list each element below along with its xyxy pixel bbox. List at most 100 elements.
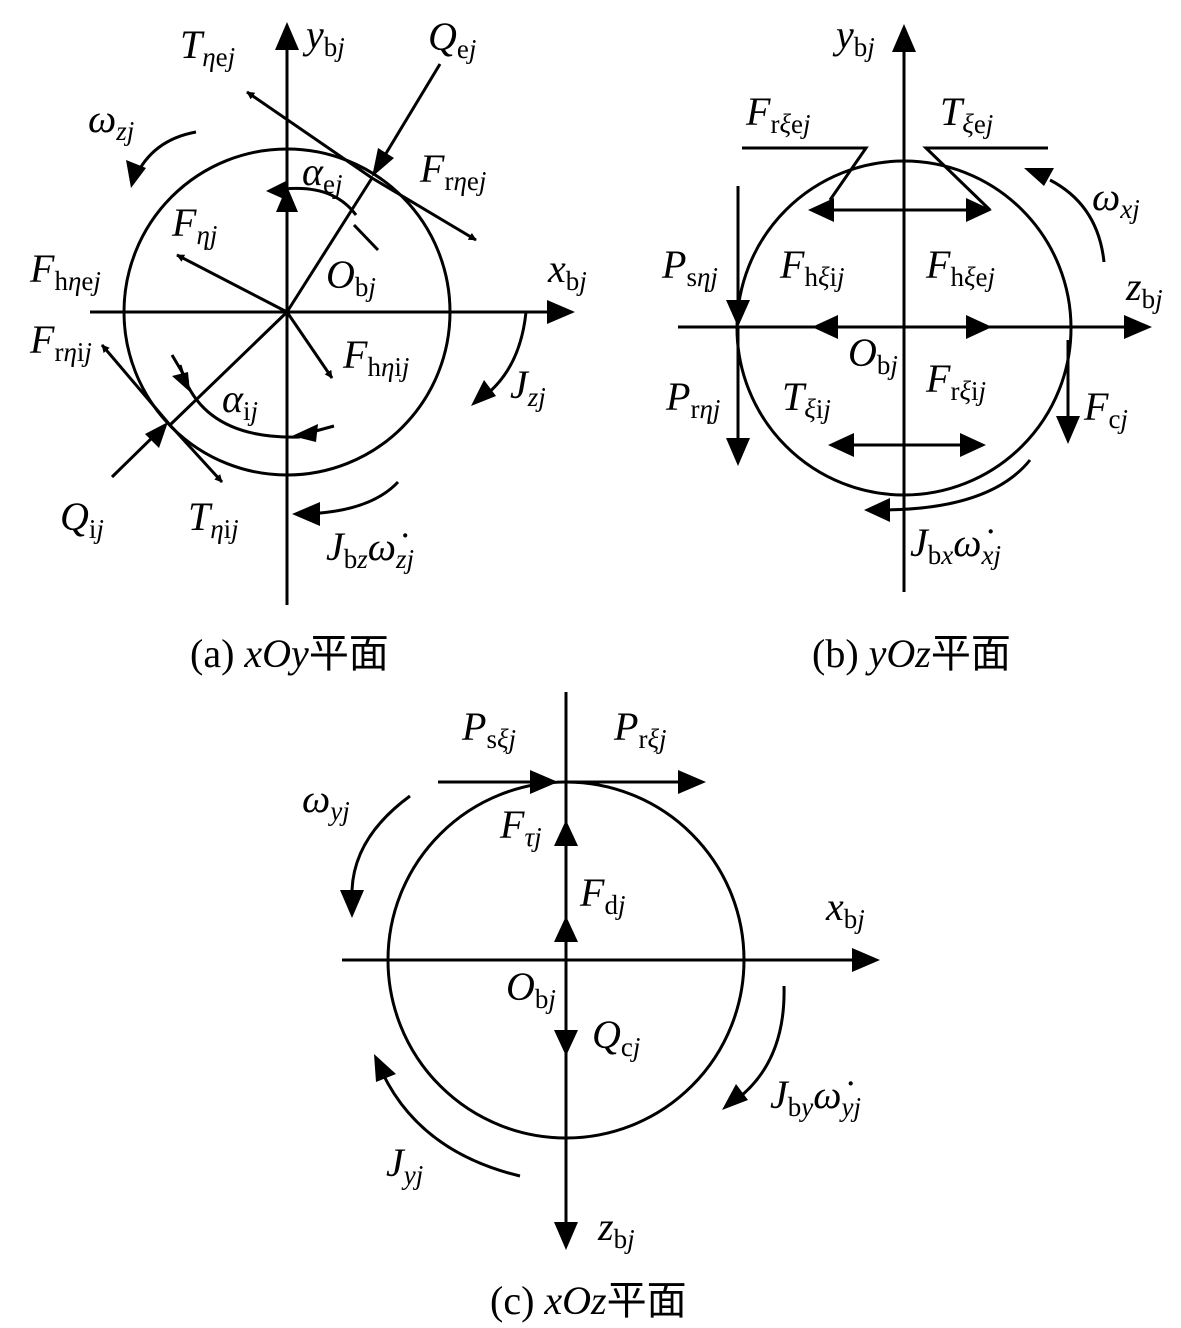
- omega-x-arc: [1049, 178, 1106, 263]
- panel-b: ybj Frξej Tξej ωxj Psηj Fhξij Fhξej zbj …: [661, 12, 1163, 676]
- label-origin-c: Obj: [506, 964, 556, 1014]
- top-arrowhead-left: [808, 198, 834, 222]
- label-t-xi-e: Tξej: [940, 89, 993, 139]
- label-f-d: Fdj: [579, 870, 625, 920]
- label-p-r-eta: Prηj: [665, 374, 720, 424]
- label-j-y: Jyj: [386, 1140, 423, 1190]
- z-axis-arrowhead: [1124, 315, 1152, 339]
- label-t-eta-e: Tηej: [180, 22, 235, 72]
- p-s-eta-arrowhead: [726, 300, 750, 327]
- label-alpha-e: αej: [302, 149, 343, 199]
- x-axis-arrowhead: [547, 300, 575, 324]
- contact-line-inner: [168, 310, 289, 427]
- omega-x-arrowhead: [1024, 168, 1054, 186]
- p-s-xi-arrowhead: [530, 770, 558, 794]
- caption-c: (c) xOz平面: [490, 1278, 687, 1323]
- label-z-axis-c: zbj: [597, 1204, 635, 1254]
- q-e-arrowhead: [372, 148, 394, 177]
- label-z-axis-b: zbj: [1125, 264, 1163, 314]
- label-f-r-xi-i: Frξij: [925, 356, 986, 406]
- alpha-e-arrowhead: [266, 180, 288, 200]
- label-f-h-eta-e: Fhηej: [29, 246, 101, 296]
- label-t-xi-i: Tξij: [782, 374, 831, 424]
- bottom-arrowhead-left: [828, 433, 854, 457]
- y-inner-arrowhead: [276, 186, 298, 212]
- j-bz-arrowhead: [292, 502, 320, 526]
- j-y-arrowhead: [374, 1054, 396, 1082]
- label-omega-x: ωxj: [1092, 174, 1140, 224]
- label-f-h-xi-e: Fhξej: [925, 242, 995, 292]
- omega-y-arc: [350, 794, 411, 899]
- contact-line: [285, 177, 374, 313]
- caption-b: (b) yOz平面: [812, 631, 1011, 676]
- j-bx-arc: [879, 459, 1032, 512]
- q-i-arrowhead: [145, 422, 168, 448]
- label-j-bz: Jbzω̇zj: [326, 524, 414, 574]
- label-j-bx: Jbxω̇xj: [910, 520, 1001, 570]
- j-by-arc: [735, 985, 786, 1102]
- alpha-i-tick-right: [311, 424, 335, 434]
- label-origin-a: Obj: [326, 252, 376, 302]
- f-tau-arrowhead: [554, 820, 578, 846]
- z-axis-arrowhead: [554, 1222, 578, 1250]
- j-by-arrowhead: [722, 1084, 748, 1110]
- label-f-r-eta-i: Frηij: [29, 317, 92, 367]
- label-f-r-xi-e: Frξej: [745, 89, 811, 139]
- alpha-e-tick: [352, 223, 380, 252]
- label-omega-y: ωyj: [302, 776, 350, 826]
- j-bx-arrowhead: [864, 498, 890, 522]
- label-j-z: Jzj: [510, 362, 546, 412]
- caption-a: (a) xOy平面: [190, 631, 389, 676]
- f-r-eta-e-arrow: [371, 176, 477, 242]
- label-f-h-xi-i: Fhξij: [779, 242, 845, 292]
- q-c-arrowhead: [554, 1030, 578, 1056]
- j-z-arrowhead: [471, 380, 496, 406]
- label-p-s-eta: Psηj: [661, 242, 718, 292]
- omega-z-arrowhead: [126, 160, 146, 188]
- q-e-arrow: [374, 63, 442, 171]
- f-d-arrowhead: [554, 916, 578, 942]
- label-omega-z: ωzj: [88, 96, 134, 146]
- f-r-xi-e-line: [742, 146, 869, 201]
- bottom-arrowhead-right: [960, 433, 986, 457]
- label-q-c: Qcj: [592, 1012, 640, 1062]
- x-axis-arrowhead: [852, 948, 880, 972]
- f-h-xi-e-arrowhead: [966, 315, 992, 339]
- omega-z-arc: [133, 130, 197, 179]
- label-p-s-xi: Psξj: [461, 704, 516, 754]
- f-r-eta-i-arrow: [100, 344, 172, 426]
- label-f-eta: Fηj: [171, 200, 217, 250]
- label-q-e: Qej: [428, 14, 476, 64]
- f-h-eta-i-arrow: [285, 311, 334, 379]
- label-t-eta-i: Tηij: [188, 494, 239, 544]
- label-p-r-xi: Prξj: [613, 704, 667, 754]
- p-r-eta-arrowhead: [726, 438, 750, 466]
- label-origin-b: Obj: [848, 330, 898, 380]
- f-eta-arrow: [176, 253, 288, 314]
- j-y-arc: [380, 1071, 521, 1178]
- alpha-i-tick-left: [170, 354, 190, 383]
- omega-y-arrowhead: [340, 890, 364, 918]
- label-alpha-i: αij: [222, 376, 258, 426]
- t-eta-i-arrow: [168, 423, 224, 484]
- label-q-i: Qij: [60, 494, 104, 544]
- label-x-axis-c: xbj: [825, 884, 865, 934]
- f-h-xi-i-arrowhead: [812, 315, 838, 339]
- t-eta-e-arrow: [246, 90, 373, 180]
- label-f-tau: Fτj: [499, 802, 542, 852]
- panel-c: Psξj Prξj ωyj Fτj Fdj xbj Obj Qcj Jbyω̇y…: [302, 692, 880, 1323]
- label-f-h-eta-i: Fhηij: [342, 332, 409, 382]
- label-y-axis-b: ybj: [832, 12, 875, 62]
- panel-a: ybj Qej Tηej ωzj αej Frηej Fηj Obj xbj F…: [29, 12, 587, 676]
- label-f-r-eta-e: Frηej: [419, 146, 486, 196]
- t-xi-e-line: [922, 146, 1048, 212]
- top-arrowhead-right: [966, 198, 992, 222]
- y-axis-arrowhead: [892, 24, 916, 52]
- y-axis-arrowhead: [275, 22, 299, 50]
- label-j-by: Jbyω̇yj: [770, 1072, 861, 1122]
- label-x-axis: xbj: [547, 246, 587, 296]
- f-c-arrowhead: [1056, 416, 1080, 444]
- p-r-xi-arrowhead: [678, 770, 706, 794]
- alpha-i-arrowhead-right: [292, 424, 318, 442]
